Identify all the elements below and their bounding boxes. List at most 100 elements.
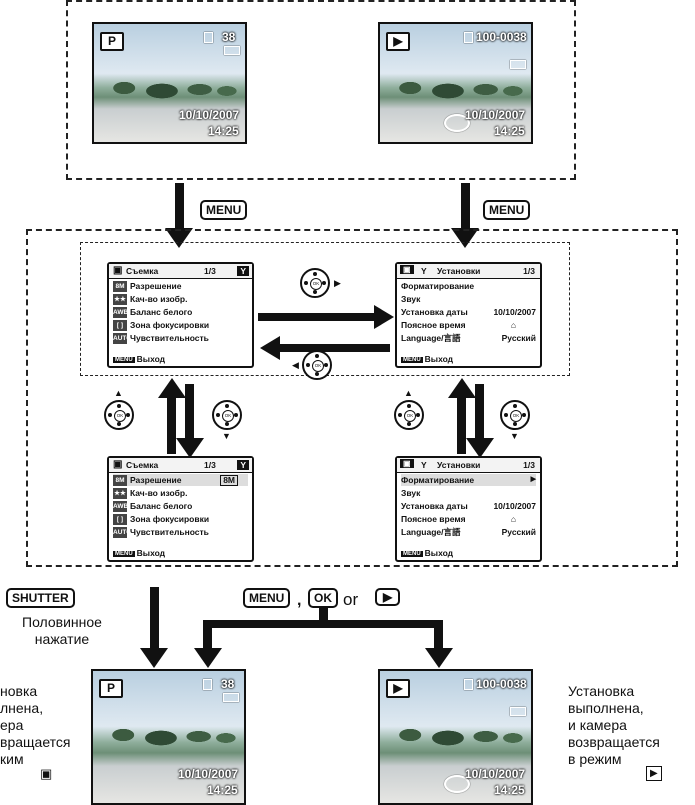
mode-p-icon: P — [100, 32, 124, 51]
arrow-head-shutter — [140, 648, 168, 668]
menu-title: Съемка — [126, 266, 159, 276]
resolution-icon: 8M — [113, 281, 127, 293]
menu-item[interactable]: [ ]Зона фокусировки — [113, 513, 248, 526]
file-number: 100-0038 — [476, 677, 527, 691]
home-icon: ⌂ — [510, 320, 516, 330]
menu-item[interactable]: Звук — [401, 293, 536, 305]
resolution-icon: 8M — [113, 475, 127, 487]
menu-item-label: Форматирование — [401, 281, 475, 291]
menu-item-value: Русский — [501, 527, 536, 537]
arrow-shaft-shutter — [150, 587, 159, 652]
four-way-controller-icon: OK — [300, 268, 330, 298]
menu-title: Съемка — [126, 460, 159, 470]
four-way-controller-icon: OK — [394, 400, 424, 430]
menu-item-label: Зона фокусировки — [130, 514, 210, 524]
menu-item-label: Поясное время — [401, 320, 466, 330]
camera-icon: ▣ — [40, 766, 53, 781]
down-arrow-icon: ▼ — [510, 431, 519, 441]
menu-item[interactable]: [ ]Зона фокусировки — [113, 319, 248, 332]
white-balance-icon: AWB — [113, 501, 129, 513]
focus-area-icon: [ ] — [113, 514, 127, 526]
four-way-controller-icon: OK — [500, 400, 530, 430]
setup-icon: Y — [421, 266, 427, 276]
menu-item-label: Кач-во изобр. — [130, 294, 188, 304]
date-label: 10/10/2007 — [178, 767, 239, 781]
menu-item[interactable]: Установка даты 10/10/2007 — [401, 306, 536, 318]
capture-screen-top: P 38 10/10/2007 14:25 — [92, 22, 247, 144]
arrow-head-right — [451, 228, 479, 248]
arrow-up-shaft-right — [457, 396, 466, 454]
memory-card-icon — [464, 679, 473, 690]
menu-item[interactable]: AUTOЧувствительность — [113, 332, 248, 345]
split-arrow-right-shaft — [434, 620, 443, 652]
menu-item[interactable]: ★★Кач-во изобр. — [113, 487, 248, 500]
setup-tab-icon: Y — [237, 266, 249, 276]
playback-mode-icon: ▶ — [386, 32, 410, 51]
menu-item-label: Зона фокусировки — [130, 320, 210, 330]
iso-icon: AUTO — [113, 333, 132, 345]
menu-item-value: 10/10/2007 — [493, 307, 536, 317]
capture-screen-bottom: P 38 10/10/2007 14:25 — [91, 669, 246, 805]
focus-area-icon: [ ] — [113, 320, 127, 332]
menu-item[interactable]: Форматирование — [401, 280, 536, 292]
menu-item-value: 8M — [220, 475, 238, 486]
memory-card-icon — [464, 32, 473, 43]
quality-icon: ★★ — [113, 488, 127, 500]
arrow-right-head — [374, 305, 394, 329]
camera-tab-icon: ▣ — [400, 459, 414, 468]
arrow-down-head-right — [466, 438, 494, 458]
camera-tab-icon: ▣ — [400, 265, 414, 274]
menu-item[interactable]: Поясное время⌂ — [401, 513, 536, 525]
battery-icon — [510, 707, 526, 716]
memory-card-icon — [204, 32, 213, 43]
playback-icon: ▶ — [646, 766, 662, 781]
four-way-controller-icon: OK — [212, 400, 242, 430]
white-balance-icon: AWB — [113, 307, 129, 319]
scene-background — [93, 717, 244, 747]
left-arrow-icon: ◀ — [292, 360, 299, 370]
menu-item-label: Установка даты — [401, 307, 468, 317]
menu-item[interactable]: AUTOЧувствительность — [113, 526, 248, 539]
menu-item-label: Language/言語 — [401, 527, 461, 537]
arrow-up-head-right — [448, 378, 476, 398]
menu-item[interactable]: ★★Кач-во изобр. — [113, 293, 248, 306]
setup-icon: Y — [421, 460, 427, 470]
menu-area-frame — [26, 229, 678, 567]
date-label: 10/10/2007 — [465, 767, 526, 781]
up-arrow-icon: ▲ — [404, 388, 413, 398]
time-label: 14:25 — [208, 124, 239, 138]
split-arrow-bar — [203, 620, 442, 628]
menu-page: 1/3 — [204, 460, 216, 470]
right-done-caption: Установка выполнена, и камера возвращает… — [568, 683, 660, 767]
date-label: 10/10/2007 — [179, 108, 240, 122]
menu-item-label: Чувствительность — [130, 527, 209, 537]
memory-card-icon — [203, 679, 212, 690]
arrow-left-shaft — [278, 344, 390, 352]
menu-item-label: Форматирование — [401, 475, 475, 485]
menu-item-label: Баланс белого — [130, 307, 193, 317]
arrow-shaft-left — [175, 183, 184, 233]
menu-item-label: Разрешение — [130, 281, 182, 291]
menu-item[interactable]: Звук — [401, 487, 536, 499]
menu-item-selected[interactable]: Форматирование▶ — [401, 474, 536, 486]
left-done-caption: новка лнена, ера вращается ким — [0, 683, 71, 767]
date-label: 10/10/2007 — [465, 108, 526, 122]
arrow-shaft-right — [461, 183, 470, 233]
menu-key-bottom: MENU — [243, 588, 291, 608]
menu-item-label: Language/言語 — [401, 333, 461, 343]
menu-item[interactable]: Поясное время ⌂ — [401, 319, 536, 331]
split-arrow-stem — [319, 608, 328, 628]
menu-item[interactable]: Language/言語 Русский — [401, 526, 536, 538]
setup-menu-bottom: ▣ Y Установки 1/3 Форматирование▶ Звук У… — [395, 456, 542, 562]
menu-item-label: Звук — [401, 294, 421, 304]
